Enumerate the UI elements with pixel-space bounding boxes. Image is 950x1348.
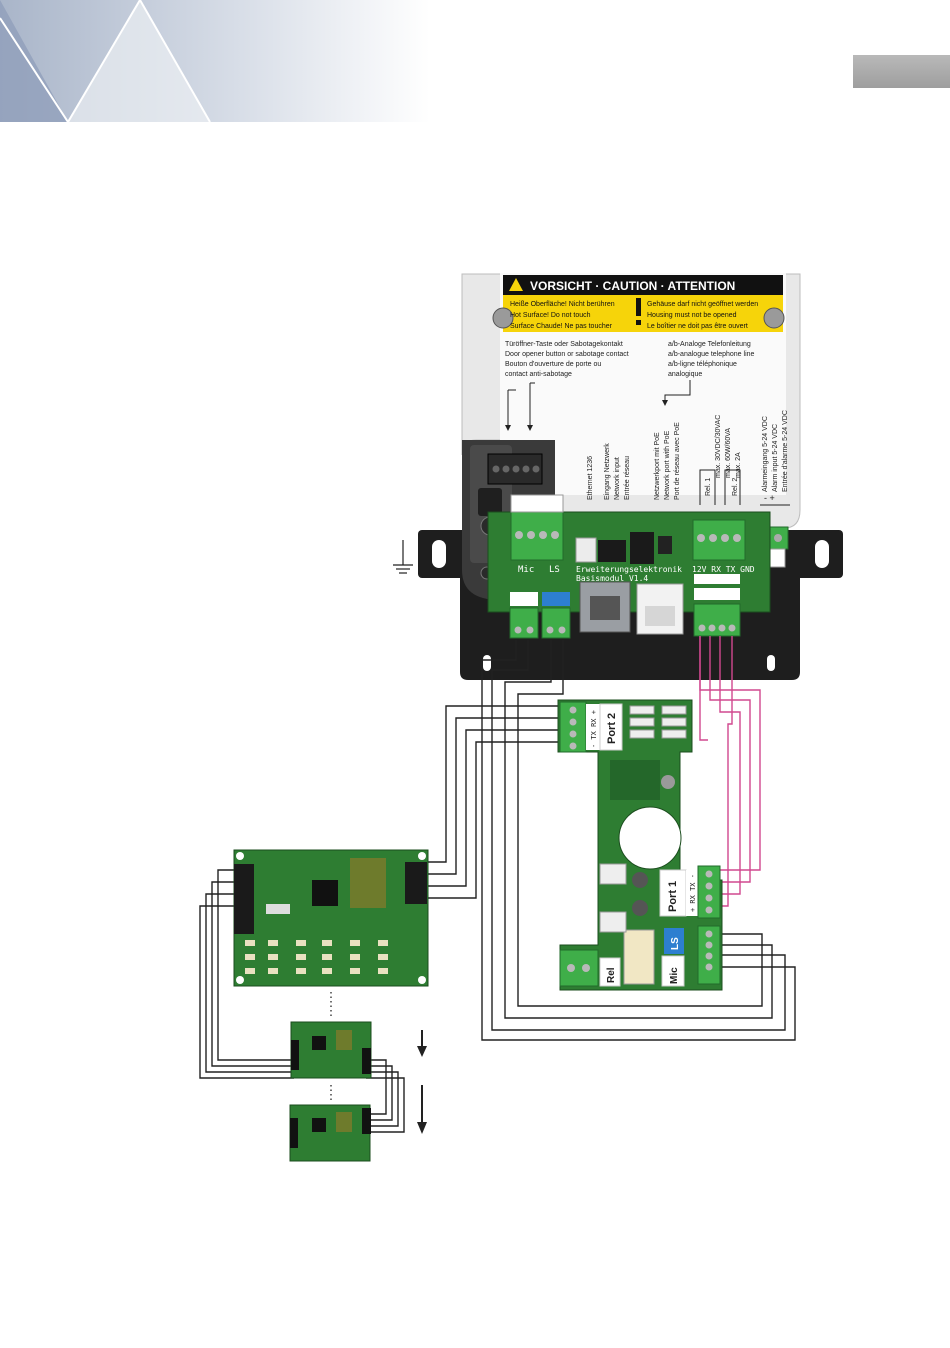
caution-left-2: Hot Surface! Do not touch	[510, 312, 591, 319]
io-board-large	[233, 849, 429, 987]
io-board-small-2	[289, 1104, 371, 1162]
module-port1-label: Port 1	[667, 881, 679, 912]
module-ls-label: LS	[670, 937, 681, 950]
analog-line-1: a/b-Analoge Telefonleitung	[668, 341, 751, 348]
chain-arrow-2	[417, 1085, 427, 1134]
alarm-polarity: - +	[764, 493, 775, 503]
network-poe-3: Port de réseau avec PoE	[674, 422, 681, 500]
door-opener-4: contact anti-sabotage	[505, 371, 572, 378]
door-opener-1: Türöffner-Taste oder Sabotagekontakt	[505, 341, 623, 348]
caution-right-1: Gehäuse darf nicht geöffnet werden	[647, 301, 758, 308]
caution-left-3: Surface Chaude! Ne pas toucher	[510, 323, 613, 330]
caution-right-2: Housing must not be opened	[647, 312, 737, 319]
board-title-2: Basismodul V1.4	[576, 574, 648, 583]
relay-rating-3: max. 2A	[735, 452, 742, 478]
caution-left-1: Heiße Oberfläche! Nicht berühren	[510, 301, 615, 308]
header-banner	[0, 0, 430, 122]
ground-symbol	[393, 540, 413, 574]
network-poe-1: Netzwerkport mit PoE	[654, 432, 661, 500]
io-board-small-1	[290, 1021, 372, 1079]
network-input-1: Eingang Netzwerk	[604, 443, 611, 500]
chain-arrow-1	[417, 1030, 427, 1057]
analog-line-4: analogique	[668, 371, 702, 378]
door-opener-2: Door opener button or sabotage contact	[505, 351, 629, 358]
network-poe-2: Network port with PoE	[664, 430, 671, 500]
caution-label: VORSICHT · CAUTION · ATTENTION Heiße Obe…	[492, 275, 785, 332]
caution-right-3: Le boîtier ne doit pas être ouvert	[647, 323, 748, 330]
door-opener-3: Bouton d'ouverture de porte ou	[505, 361, 601, 368]
board-title-1: Erweiterungselektronik	[576, 565, 682, 574]
wires-black	[199, 640, 796, 1133]
alarm-1: Alarmeingang 5-24 VDC	[762, 416, 769, 492]
analog-line-2: a/b-analogue telephone line	[668, 351, 755, 358]
rel2-label: Rel. 2	[732, 478, 739, 496]
alarm-2: Alarm input 5-24 VDC	[772, 424, 779, 492]
module-port1-pins: + RX TX -	[689, 874, 697, 912]
wires-magenta	[699, 636, 761, 907]
page-tab	[853, 55, 950, 88]
alarm-3: Entrée d'alarme 5-24 VDC	[782, 410, 789, 492]
board-ls-label: LS	[549, 565, 560, 575]
module-port2-pins: - TX RX +	[590, 710, 598, 748]
caution-heading: VORSICHT · CAUTION · ATTENTION	[530, 279, 735, 293]
io-board-led-grid	[245, 940, 388, 974]
analog-line-3: a/b-ligne téléphonique	[668, 361, 737, 368]
module-rel-label: Rel	[606, 967, 617, 983]
network-input-3: Entrée réseau	[624, 456, 631, 500]
module-port2-label: Port 2	[606, 713, 618, 744]
rel1-label: Rel. 1	[705, 478, 712, 496]
network-input-2: Network input	[614, 457, 621, 500]
board-mic-label: Mic	[518, 565, 534, 575]
housing-terminal-block	[487, 453, 543, 485]
relay-rating-2: max. 60W/60VA	[725, 428, 732, 478]
housing-instructions: Türöffner-Taste oder Sabotagekontakt Doo…	[505, 341, 790, 506]
board-bus-pins: 12V RX TX GND	[692, 565, 755, 574]
relay-rating-1: max. 30VDC/30VAC	[715, 415, 722, 478]
ethernet-label: Ethernet 1236	[587, 456, 594, 500]
module-mic-label: Mic	[669, 967, 680, 984]
interface-module: - TX RX + Port 2 Port 1 + RX TX - LS Mic…	[557, 699, 723, 991]
extension-board: Erweiterungselektronik Basismodul V1.4 M…	[487, 494, 771, 639]
